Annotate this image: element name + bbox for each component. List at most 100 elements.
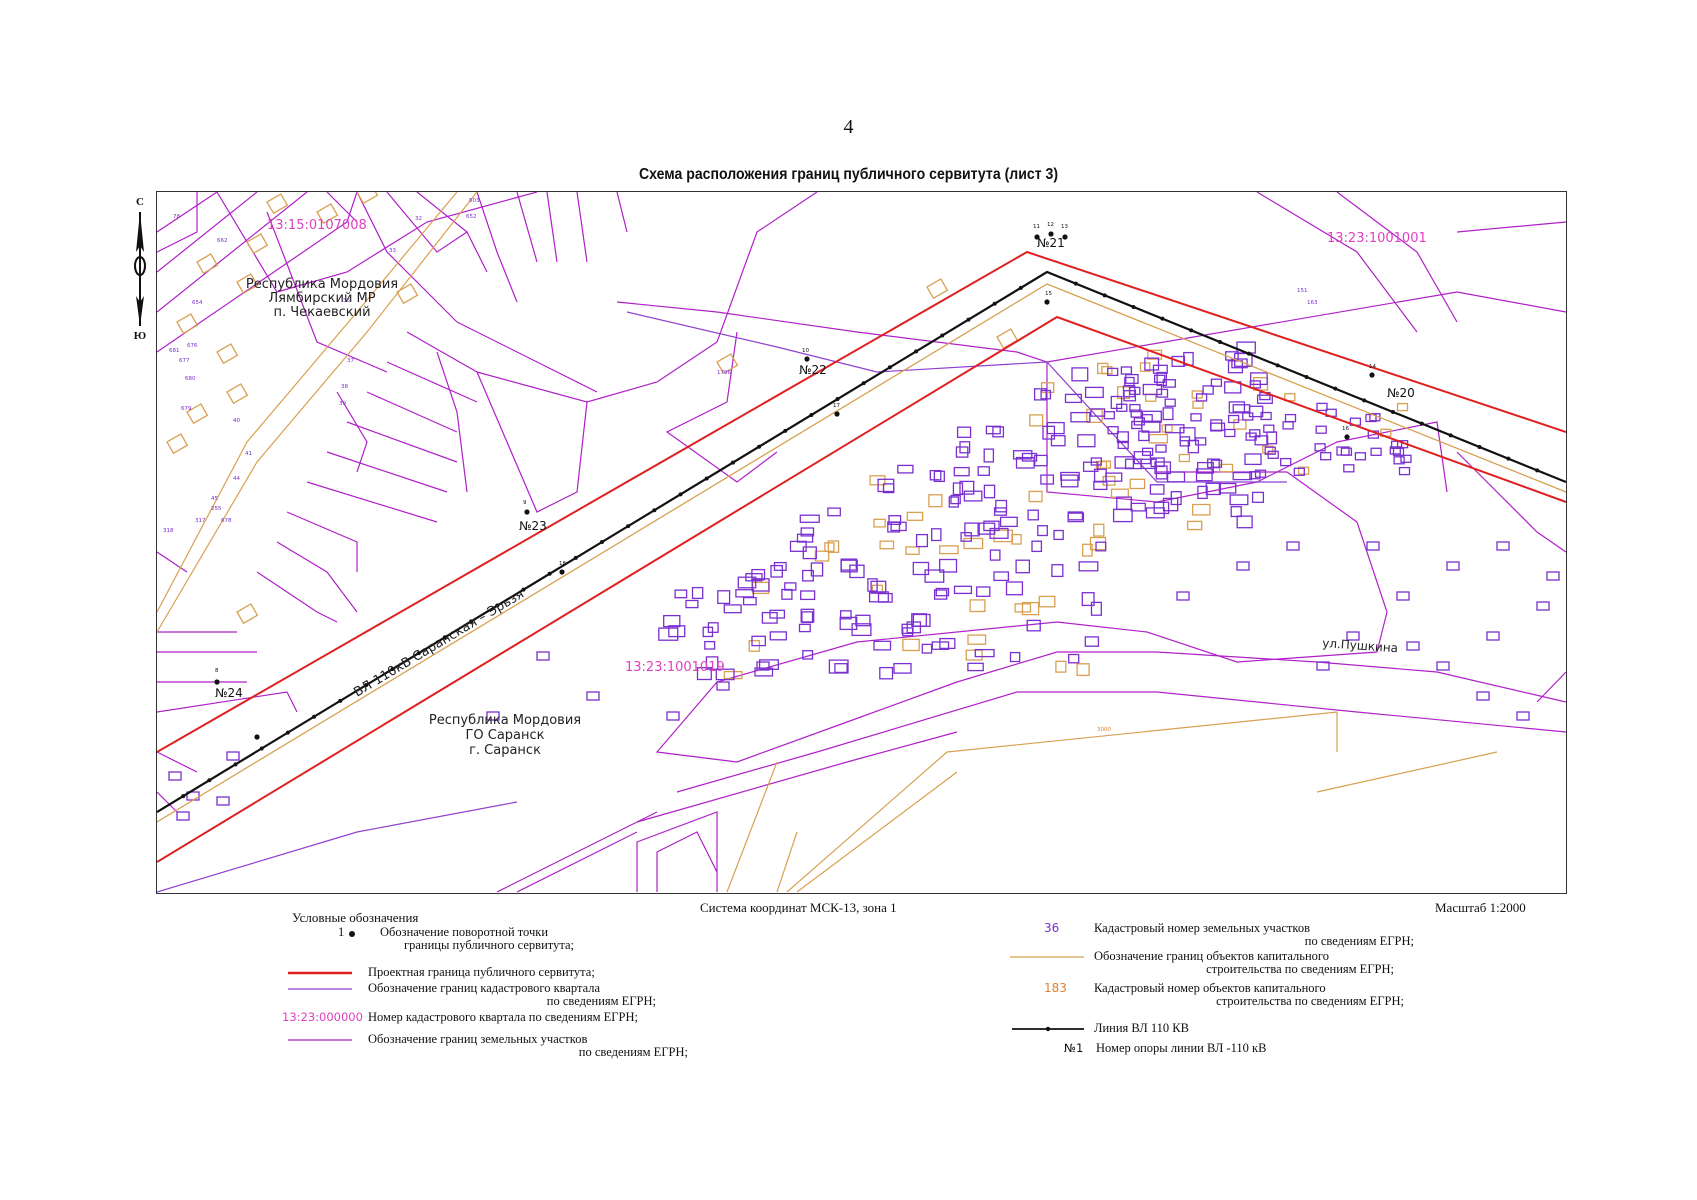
scattered-symbol — [1496, 541, 1510, 551]
parcel-number-symbol — [769, 631, 787, 641]
parcel-number-label: 78 — [173, 214, 180, 220]
line-dot — [285, 730, 290, 735]
scattered-symbol — [1486, 631, 1500, 641]
parcel-number-symbol — [1116, 431, 1129, 444]
parcel-number-symbol — [1179, 427, 1196, 442]
parcel-number-symbol — [882, 483, 895, 494]
parcel-number-symbol — [890, 521, 907, 532]
parcel-number-symbol — [1232, 471, 1253, 481]
parcel-number-symbol — [1187, 439, 1200, 454]
building-square — [716, 353, 739, 375]
line-dot — [1246, 351, 1251, 356]
parcel-number-symbol — [849, 564, 865, 579]
line-dot — [1102, 293, 1107, 298]
capital-construction-boundaries — [157, 192, 1498, 893]
cluster-symbol — [1129, 386, 1141, 396]
parcel-number-symbol — [1205, 482, 1221, 496]
parcel-number-symbol — [1149, 484, 1165, 495]
power-line-label: ВЛ 110кВ Саранская – Эрьзя — [351, 587, 526, 701]
line-dot — [338, 698, 343, 703]
legend-power-line-text: Линия ВЛ 110 КВ — [1094, 1021, 1189, 1035]
turning-point-dot — [1062, 234, 1068, 240]
turning-point-number: 16 — [1342, 426, 1349, 432]
pole-number-label: №21 — [1037, 236, 1065, 250]
legend-building-number-text2: строительства по сведениям ЕГРН; — [1216, 994, 1404, 1008]
cluster-symbol — [1090, 457, 1102, 466]
parcel-number-symbol — [1162, 497, 1179, 512]
turning-point-dot — [834, 411, 840, 417]
cadastral-number-symbols — [168, 341, 1560, 821]
parcel-number-symbol — [1229, 494, 1249, 506]
scattered-symbol — [716, 681, 730, 691]
scattered-symbol — [536, 651, 550, 661]
parcel-number-label: 680 — [185, 376, 196, 382]
pole-number-label: №22 — [799, 363, 827, 377]
cluster-symbol — [1249, 429, 1261, 438]
building-number-symbol — [906, 511, 924, 521]
parcel-number-label: 677 — [179, 358, 190, 364]
line-dot — [966, 317, 971, 322]
parcel-number-symbol — [1197, 485, 1208, 500]
parcel-number-label: 33 — [389, 248, 396, 254]
parcel-number-symbol — [1064, 393, 1082, 404]
parcel-number-symbol — [953, 585, 973, 595]
building-square — [186, 403, 209, 425]
building-number-symbol — [1011, 533, 1022, 545]
cluster-symbol — [1393, 456, 1405, 465]
parcel-number-symbol — [952, 482, 964, 496]
line-dot — [730, 460, 735, 465]
parcel-number-symbol — [828, 659, 849, 674]
parcel-number-symbol — [974, 648, 995, 658]
parcel-number-symbol — [983, 520, 1000, 532]
line-dot — [704, 476, 709, 481]
cluster-symbol — [1131, 420, 1143, 430]
building-number-symbol — [1076, 663, 1090, 677]
line-dot — [1218, 340, 1222, 344]
building-number-symbol — [1192, 503, 1211, 516]
building-number-symbol — [965, 649, 983, 661]
turning-point-dot — [1048, 231, 1054, 237]
legend-quarter-number-text: Номер кадастрового квартала по сведениям… — [368, 1010, 638, 1024]
parcel-number-symbol — [1009, 651, 1021, 663]
parcel-number-symbol — [1251, 491, 1265, 503]
line-dot — [1535, 468, 1540, 473]
line-dot — [992, 301, 997, 306]
line-dot — [1448, 433, 1453, 438]
cluster-symbol — [1293, 467, 1305, 476]
parcel-number-symbol — [1053, 529, 1064, 541]
power-line-icon — [1012, 1026, 1084, 1032]
parcel-number-symbol — [967, 662, 984, 672]
line-dot — [1073, 281, 1078, 286]
cluster-symbol — [1101, 366, 1113, 375]
parcel-number-symbol — [933, 589, 948, 600]
building-square — [996, 328, 1019, 350]
parcel-number-symbol — [751, 568, 766, 581]
scattered-symbol — [756, 661, 770, 671]
coordinate-system-label: Система координат МСК-13, зона 1 — [700, 900, 897, 915]
line-dot — [626, 524, 631, 529]
cluster-symbol — [1195, 437, 1207, 446]
parcel-number-symbol — [1012, 450, 1033, 460]
parcel-number-symbol — [1145, 507, 1165, 519]
parcel-number-symbol — [1031, 540, 1043, 553]
line-dot — [469, 619, 474, 624]
parcel-number-symbol — [1227, 360, 1244, 374]
line-dot — [390, 667, 395, 672]
building-number-symbol — [1038, 595, 1056, 608]
cluster-symbol — [1315, 425, 1327, 434]
legend-building-text2: строительства по сведениям ЕГРН; — [1206, 962, 1394, 976]
parcel-number-symbol — [924, 569, 945, 583]
parcel-number-symbol — [1037, 525, 1048, 537]
street-label: ул.Пушкина — [1322, 636, 1399, 655]
line-dot — [312, 714, 317, 719]
parcel-number-symbol — [802, 546, 817, 560]
tan-line-icon — [1010, 956, 1084, 958]
line-dot — [1189, 328, 1194, 333]
parcel-number-symbol — [879, 666, 894, 680]
building-number-symbol — [1148, 433, 1169, 444]
legend-quarter-text2: по сведениям ЕГРН; — [546, 994, 656, 1008]
cluster-symbol — [1141, 447, 1154, 456]
parcel-number-symbol — [1244, 453, 1262, 466]
